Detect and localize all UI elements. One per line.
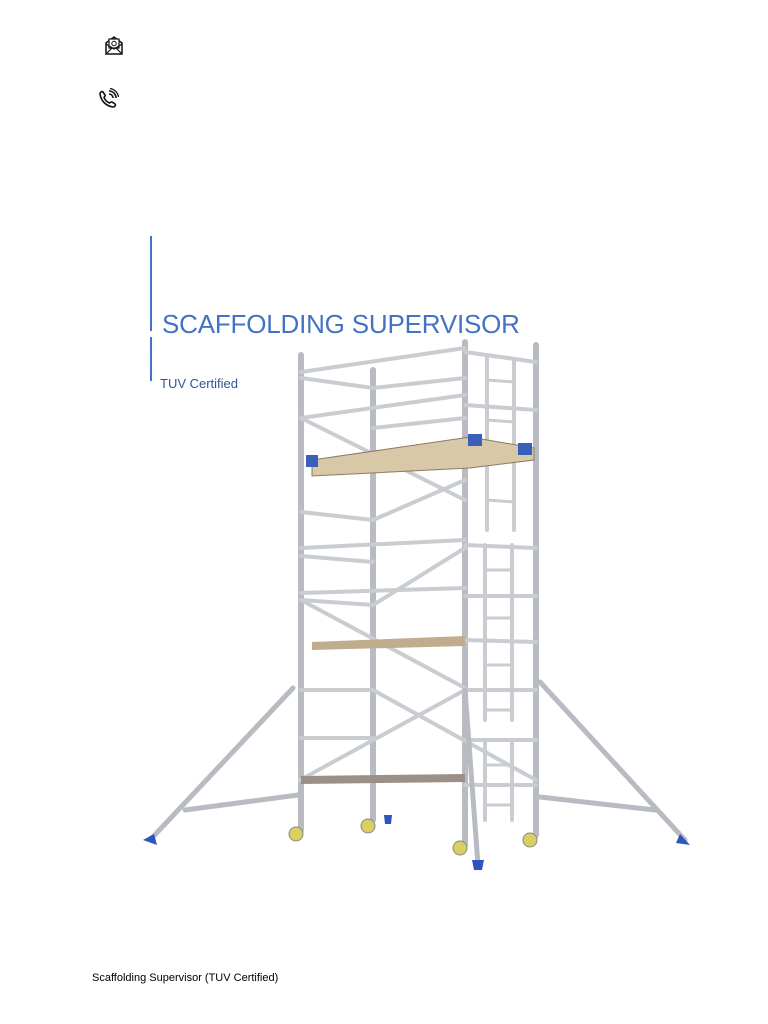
page-footer: Scaffolding Supervisor (TUV Certified) (92, 972, 279, 984)
email-icon (103, 34, 125, 61)
accent-bar-top (150, 236, 152, 331)
accent-bar-bottom (150, 337, 152, 381)
phone-icon (96, 87, 120, 116)
page-title: SCAFFOLDING SUPERVISOR (162, 309, 520, 339)
scaffold-tower-image (143, 339, 690, 870)
page-subtitle: TUV Certified (160, 376, 239, 391)
